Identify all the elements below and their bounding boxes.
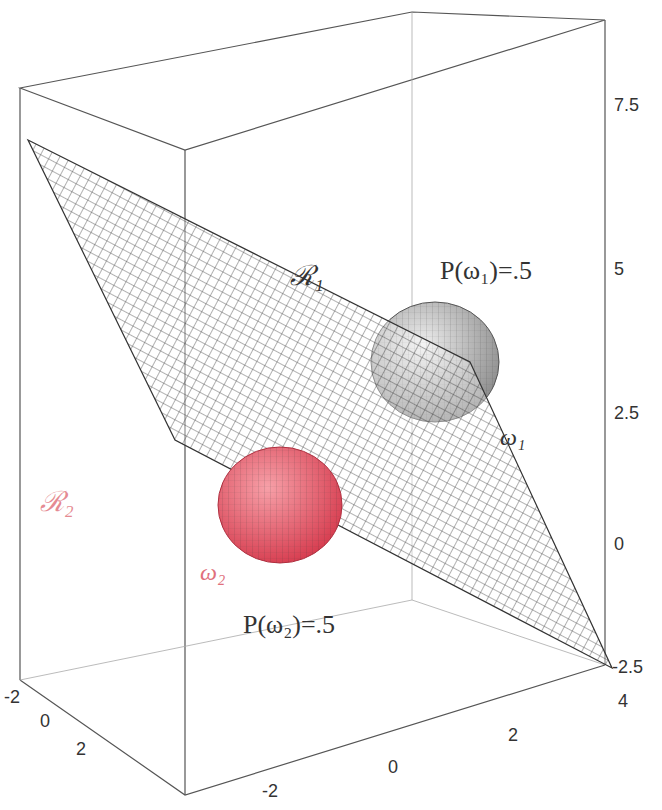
prior-label: P(ω₁)=.5 [440,258,532,284]
axis-tick: -2 [4,688,20,706]
class-label: ω₂ [200,560,225,584]
region-label: ℛ₂ [40,488,74,516]
region-label: ℛ₁ [290,262,324,290]
axis-tick: -2 [262,782,278,800]
axis-tick: -2.5 [612,658,643,676]
axis-tick: 5 [614,260,624,278]
axis-tick: 0 [40,712,50,730]
axis-tick: 2 [508,726,518,744]
axis-tick: 2 [76,740,86,758]
axis-tick: 0 [388,758,398,776]
red-ellipsoid [218,447,342,563]
axis-tick: 7.5 [614,96,639,114]
axis-tick: 0 [614,535,624,553]
prior-label: P(ω₂)=.5 [243,612,335,638]
axis-tick: 4 [618,692,628,710]
class-label: ω₁ [500,425,525,449]
axis-tick: 2.5 [614,404,639,422]
decision-plane [28,140,612,668]
